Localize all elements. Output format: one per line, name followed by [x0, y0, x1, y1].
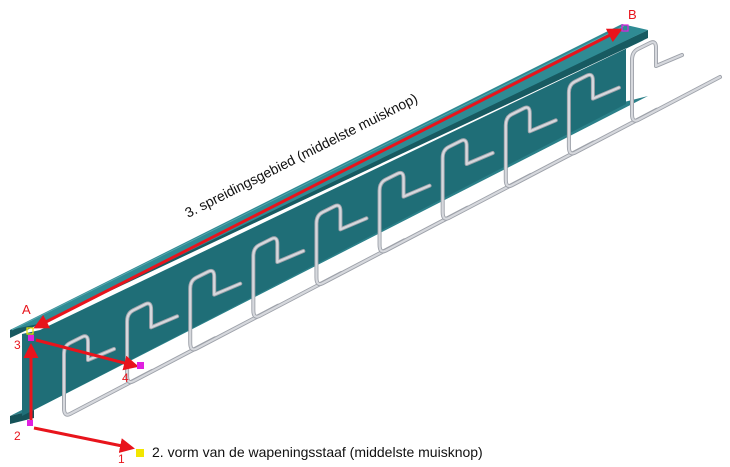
stirrup-10	[630, 41, 722, 122]
arrow-2-to-1	[33, 426, 135, 453]
point-b-handle[interactable]	[621, 24, 629, 32]
step-3-label: 3	[14, 338, 21, 352]
point-2-handle[interactable]	[27, 420, 33, 426]
point-a-label: A	[22, 302, 31, 317]
range-arrow	[33, 28, 623, 329]
steel-i-beam	[10, 24, 648, 424]
shape-annotation: 2. vorm van de wapeningsstaaf (middelste…	[152, 444, 483, 460]
bottom-flange-edge	[10, 410, 34, 424]
step-2-label: 2	[14, 429, 21, 443]
dimension-arrows	[23, 28, 623, 453]
point-1-handle[interactable]	[136, 449, 144, 457]
step-4-label: 4	[122, 371, 129, 385]
point-a-handle[interactable]	[26, 327, 34, 335]
point-b-label: B	[628, 7, 637, 22]
point-3-handle[interactable]	[28, 335, 34, 341]
pick-points[interactable]	[26, 24, 629, 457]
step-1-label: 1	[118, 452, 125, 466]
arrow-3-to-4	[35, 338, 139, 371]
stirrup-10-outline	[630, 40, 722, 123]
point-4-handle[interactable]	[137, 362, 144, 369]
